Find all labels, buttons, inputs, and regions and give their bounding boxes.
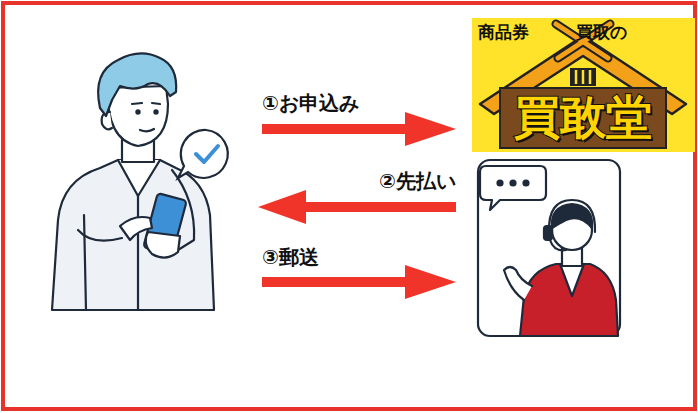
step-label: ②先払い bbox=[379, 170, 456, 192]
logo-caption: 買取の bbox=[576, 23, 627, 42]
arrow-shaft bbox=[262, 124, 410, 134]
arrow-head bbox=[405, 265, 456, 299]
customer-figure bbox=[52, 53, 214, 310]
frame-border bbox=[3, 3, 695, 409]
arrow-shaft bbox=[262, 277, 410, 287]
brand-name: 買敢堂 bbox=[514, 92, 652, 143]
logo-caption: 商品券 bbox=[478, 23, 529, 42]
arrow-head bbox=[258, 190, 306, 224]
step-label: ①お申込み bbox=[262, 92, 359, 114]
arrow-shaft bbox=[300, 202, 456, 212]
shop-logo: 商品券 買取の買敢堂 bbox=[472, 18, 695, 152]
flow-arrows bbox=[258, 112, 456, 299]
operator-figure bbox=[478, 160, 620, 336]
step-label: ③郵送 bbox=[262, 246, 319, 268]
arrow-head bbox=[405, 112, 456, 146]
check-bubble bbox=[178, 130, 228, 178]
